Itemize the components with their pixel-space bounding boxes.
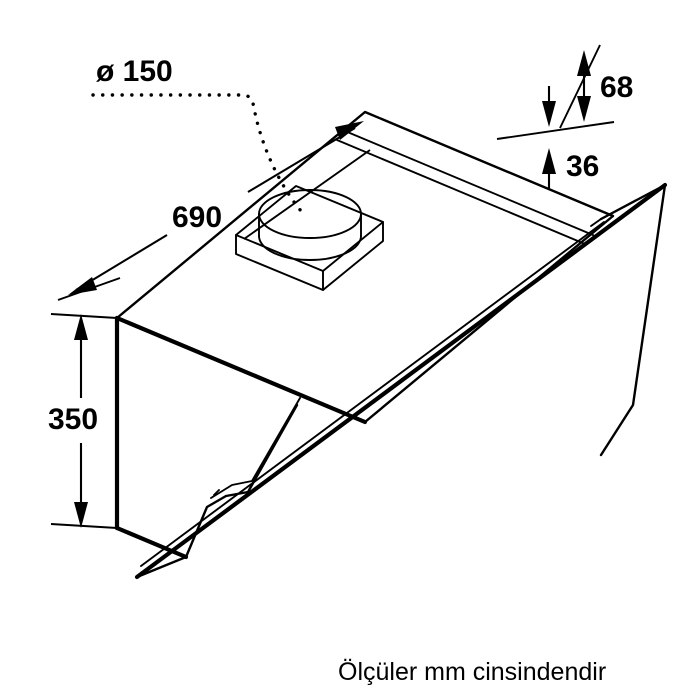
dim-690-ext-right: [243, 149, 371, 240]
duct-flange-front-face: [235, 234, 324, 291]
hood-body: [114, 110, 615, 560]
hood-recess-strip-line-b: [336, 139, 586, 245]
glass-panel-right-edge: [599, 183, 667, 457]
dim-150-label: ø 150: [96, 55, 173, 88]
dimension-68: 68: [496, 44, 633, 140]
dim-350-ext-top: [50, 313, 118, 319]
hood-left-bottom-edge: [114, 525, 189, 560]
filter-tab-notch: [213, 489, 220, 496]
dim-690-arrow-right: [335, 121, 364, 140]
dim-36-arrow-up: [542, 148, 556, 174]
dim-68-label: 68: [600, 71, 633, 104]
dim-350-label: 350: [48, 403, 98, 436]
dimension-690: 690: [57, 121, 371, 301]
hood-front-top-edge: [114, 315, 368, 425]
dim-68-ext-bottom: [496, 121, 615, 140]
dim-690-label: 690: [172, 201, 222, 234]
dim-68-arrow-bottom: [577, 96, 591, 122]
glass-body-joint-right: [590, 218, 602, 227]
glass-panel: [134, 182, 668, 580]
duct-flange-right-face: [322, 221, 384, 291]
hood-recess-strip-line-a: [344, 130, 594, 236]
dim-350-arrow-top: [74, 314, 88, 340]
dim-68-arrow-top: [577, 50, 591, 76]
glass-panel-inner-right-edge: [599, 183, 667, 221]
dim-690-line-upper: [247, 127, 356, 193]
units-caption: Ölçüler mm cinsindendir: [338, 658, 606, 686]
dim-690-arrow-left: [68, 277, 97, 295]
dim-68-ext-top: [559, 44, 601, 129]
hood-nose-left-fold: [135, 403, 299, 579]
duct-outlet-assembly: [235, 185, 384, 291]
dim-350-ext-bottom: [50, 523, 118, 529]
dim-150-dotted-leader: [91, 93, 303, 213]
dimension-diameter-150: ø 150: [91, 55, 303, 213]
dim-36-arrow-down: [542, 101, 556, 127]
hood-back-upper-strip-top: [364, 111, 614, 217]
duct-cylinder-bottom-ellipse: [258, 235, 362, 261]
dim-36-label: 36: [566, 150, 599, 183]
glass-panel-under-edge: [140, 221, 605, 567]
glass-panel-outline: [134, 182, 668, 580]
dimension-36: 36: [542, 86, 599, 190]
hood-top-face: [115, 110, 615, 424]
dimension-350: 350: [48, 313, 118, 529]
grease-filter-edge: [210, 397, 301, 499]
dim-350-arrow-bottom: [74, 502, 88, 528]
duct-cylinder-top-ellipse: [258, 189, 362, 239]
